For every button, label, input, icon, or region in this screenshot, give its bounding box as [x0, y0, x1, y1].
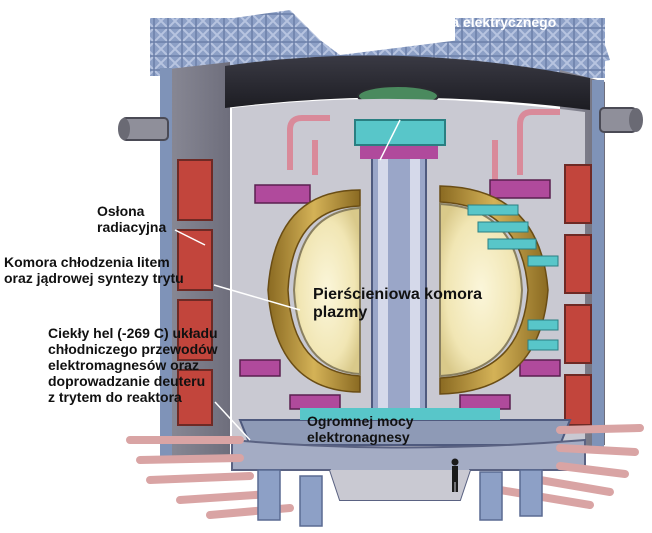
label-line: oraz jądrowej syntezy trytu — [4, 270, 184, 286]
label-line: Pierścieniowa komora — [313, 286, 482, 303]
label-line: Regulator — [403, 0, 469, 14]
toroidal-coil-left — [267, 189, 361, 393]
label-lithium-chamber: Komora chłodzenia litem oraz jądrowej sy… — [4, 254, 184, 286]
label-line: doprowadzanie deuteru — [48, 373, 206, 389]
label-line: Komora chłodzenia litem — [4, 254, 170, 270]
side-port-right — [599, 107, 643, 133]
central-solenoid — [354, 119, 446, 424]
poloidal-coils — [239, 179, 561, 410]
upper-pipes — [287, 109, 560, 180]
blanket-modules — [467, 204, 559, 351]
side-port-left — [118, 117, 169, 141]
label-line: Ogromnej mocy — [307, 413, 414, 429]
lower-structure — [231, 408, 586, 501]
lower-pipes — [126, 424, 644, 519]
radiation-shield — [177, 159, 592, 426]
label-line: napięcia elektrycznego — [403, 14, 557, 30]
label-line: plazmy — [313, 304, 368, 321]
label-voltage-regulator: Regulator napięcia elektrycznego — [403, 0, 556, 30]
roof — [225, 55, 590, 110]
person-scale-figure — [451, 458, 459, 492]
label-line: elektronagnesy — [307, 429, 410, 445]
label-line: z trytem do reaktora — [48, 389, 182, 405]
label-line: radiacyjna — [97, 219, 167, 235]
leader-lines — [174, 119, 401, 441]
label-liquid-helium: Ciekły hel (-269 C) układu chłodniczego … — [48, 325, 218, 405]
label-plasma-chamber: Pierścieniowa komora plazmy — [313, 286, 482, 322]
label-line: elektromagnesów oraz — [48, 357, 199, 373]
support-columns — [257, 469, 543, 527]
label-line: chłodniczego przewodów — [48, 341, 218, 357]
label-radiation-shield: Osłona radiacyjna — [97, 203, 166, 235]
label-line: Osłona — [97, 203, 145, 219]
label-electromagnets: Ogromnej mocy elektronagnesy — [307, 413, 414, 445]
label-line: Ciekły hel (-269 C) układu — [48, 325, 218, 341]
